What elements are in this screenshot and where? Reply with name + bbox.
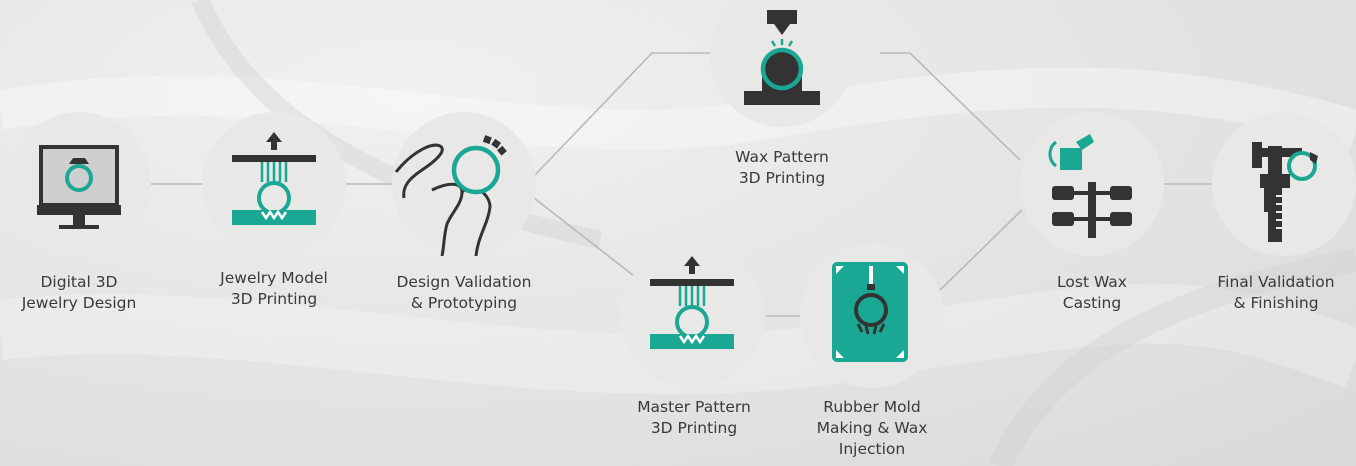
connector-line [939, 209, 1023, 291]
3d-printer-ring-icon [650, 256, 734, 349]
step-circle-wax-print [710, 0, 854, 127]
caliper-ring-icon [1252, 142, 1318, 242]
wax-printer-ring-icon [744, 10, 820, 105]
step-circle-casting [1020, 112, 1164, 256]
3d-printer-ring-icon [232, 132, 316, 225]
step-circle-design [7, 112, 151, 256]
step-circle-finishing [1212, 112, 1356, 256]
hand-holding-ring-icon [394, 135, 507, 256]
monitor-ring-icon [37, 145, 121, 229]
step-label-finishing: Final Validation& Finishing [1217, 273, 1335, 312]
connector-line [533, 52, 710, 177]
step-circle-model-print [202, 112, 346, 256]
step-circle-rubber-mold [800, 244, 944, 388]
step-label-validation: Design Validation& Prototyping [396, 273, 532, 312]
step-circle-master-print [620, 244, 764, 388]
step-circle-validation [392, 112, 536, 256]
casting-tree-icon [1048, 134, 1132, 238]
connector-line [880, 52, 1021, 161]
rubber-mold-icon [832, 262, 908, 362]
